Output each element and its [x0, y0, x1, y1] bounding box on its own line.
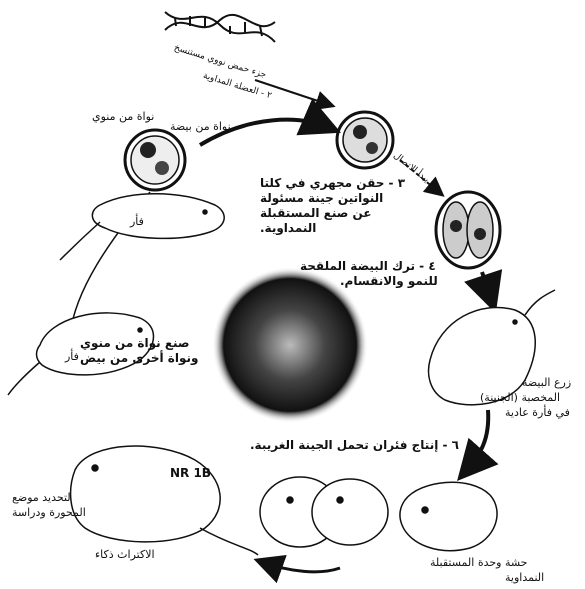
bottom-right-1: حشة وحدة المستقبلة	[430, 556, 527, 569]
nucleus-blob	[212, 267, 368, 423]
step6-label: ٦ - إنتاج فئران تحمل الجينة الغريبة.	[250, 438, 459, 452]
step3-line3: عن صنع المستقبلة	[260, 206, 372, 220]
fertilized-egg-left	[125, 130, 185, 190]
female-mouse-label-2: المخصبة (الجنينة)	[480, 391, 560, 404]
female-mouse-label-1: زرع البيضة	[522, 376, 571, 389]
fertilized-egg-top	[337, 112, 393, 168]
top-egg-label: نواة من بيضة	[170, 120, 231, 133]
left-text-1: صنع نواة من منوي	[80, 336, 190, 350]
step3-line1: ٣ - حقن مجهري في كلتا	[260, 176, 405, 190]
arrow-dividing-to-mouse	[482, 272, 492, 302]
dna-helix	[165, 12, 275, 42]
bottom-left-3: الاكتراث ذكاء	[95, 548, 155, 561]
mouse-embryo-right	[400, 482, 497, 550]
bottom-left-2: المحورة ودراسة	[12, 506, 86, 519]
bottom-right-2: النمداوية	[505, 571, 544, 584]
nr-label: NR 1B	[170, 466, 211, 480]
female-mouse-label-3: في فأرة عادية	[505, 406, 570, 419]
step4-line1: ٤ - ترك البيضة الملقحة	[300, 259, 436, 273]
arrow-offspring-to-adult	[262, 562, 340, 572]
left-text-2: ونواة أخرى من بيض	[80, 351, 198, 365]
dividing-egg	[436, 192, 500, 268]
top-sperm-label: نواة من منوي	[92, 110, 154, 123]
left-mouse-label: فأر	[65, 350, 79, 363]
step3-line4: النمداوية.	[260, 221, 316, 235]
step4-line2: للنمو والانقسام.	[340, 274, 438, 288]
step3-line2: النواتين جينة مسئولة	[260, 191, 383, 205]
mouse-adult-bottom-left	[71, 446, 258, 555]
arrow-mouse-to-offspring	[465, 410, 488, 472]
bottom-left-1: لتحديد موضع	[12, 491, 71, 504]
mouse-offspring-pair	[260, 477, 388, 547]
left-small-mouse-label: فأر	[130, 215, 144, 228]
